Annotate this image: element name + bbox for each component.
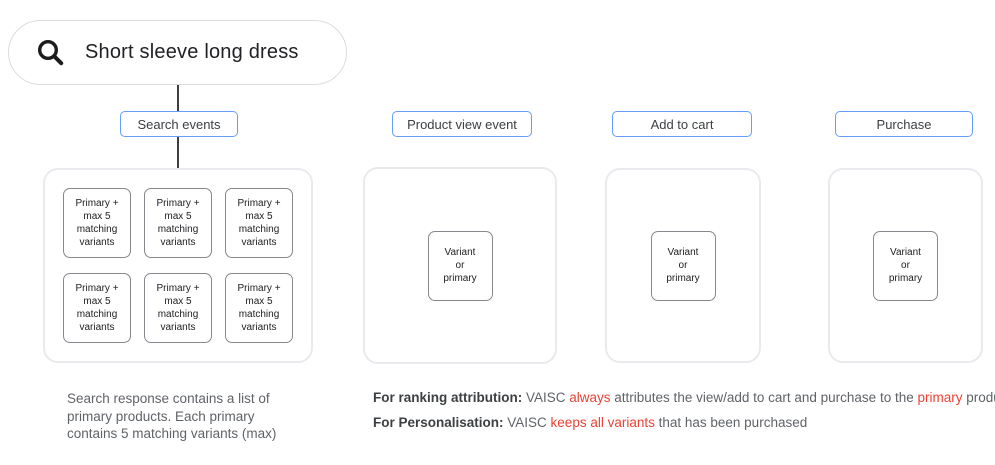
ranking-highlight-primary: primary [917,390,963,405]
personalisation-note: For Personalisation: VAISC keeps all var… [373,414,995,431]
search-query-text: Short sleeve long dress [85,41,299,63]
search-response-note: Search response contains a list of prima… [67,391,277,441]
chip-search-events-label: Search events [137,116,221,132]
ranking-attribution-note: For ranking attribution: VAISC always at… [373,389,995,406]
chip-add-to-cart: Add to cart [612,111,752,137]
chip-purchase-label: Purchase [876,116,932,132]
ranking-attribution-label: For ranking attribution: [373,390,523,405]
ranking-text: VAISC [522,390,570,405]
chip-search-events: Search events [120,111,238,137]
chip-product-view-event-label: Product view event [407,116,517,132]
search-icon [37,39,64,66]
ranking-text: attributes the view/add to cart and purc… [610,390,918,405]
search-box[interactable]: Short sleeve long dress [8,20,347,85]
primary-variants-box: Primary + max 5 matching variants [63,273,131,343]
chip-product-view-event: Product view event [392,111,532,137]
chip-add-to-cart-label: Add to cart [650,116,714,132]
search-events-panel: Primary + max 5 matching variants Primar… [43,168,313,363]
variant-or-primary-box: Variant or primary [873,230,938,301]
primary-variants-box: Primary + max 5 matching variants [63,188,131,258]
variant-or-primary-box: Variant or primary [427,230,493,301]
variant-or-primary-box: Variant or primary [650,230,716,301]
connector-chip-to-panel [177,136,179,168]
primary-variants-box: Primary + max 5 matching variants [144,273,212,343]
personalisation-highlight-variants: keeps all variants [550,415,655,430]
connector-pill-to-chip [177,85,179,112]
attribution-notes: For ranking attribution: VAISC always at… [373,389,995,439]
add-to-cart-panel: Variant or primary [605,168,761,363]
ranking-highlight-always: always [569,390,611,405]
product-view-panel: Variant or primary [363,167,557,364]
personalisation-text: that has been purchased [654,415,808,430]
primary-variants-box: Primary + max 5 matching variants [144,188,212,258]
ranking-text: product. [966,390,995,405]
primary-variants-box: Primary + max 5 matching variants [225,273,293,343]
primary-variants-box: Primary + max 5 matching variants [225,188,293,258]
personalisation-text: VAISC [503,415,551,430]
personalisation-label: For Personalisation: [373,415,504,430]
purchase-panel: Variant or primary [828,168,983,363]
chip-purchase: Purchase [835,111,973,137]
